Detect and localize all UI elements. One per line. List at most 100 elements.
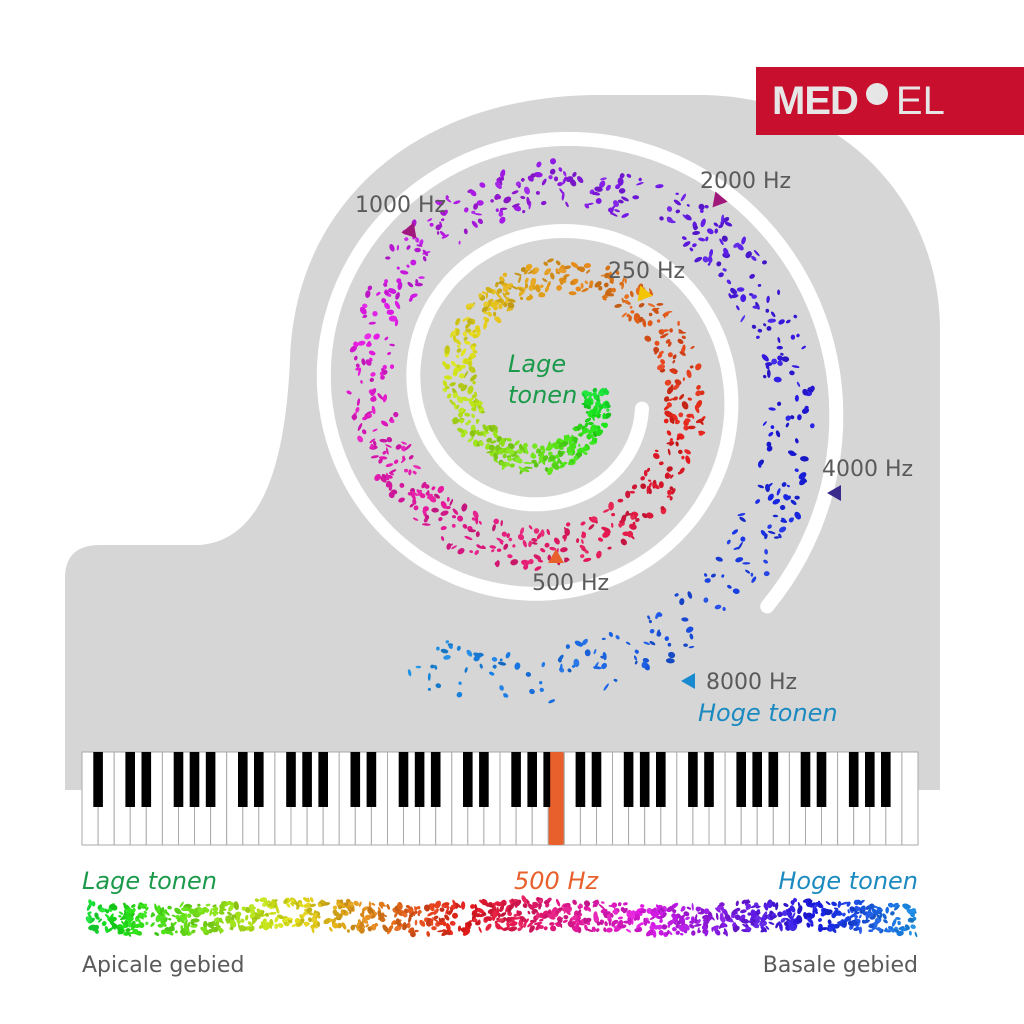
black-key[interactable] [286, 752, 296, 807]
strip-dot [667, 924, 671, 928]
black-key[interactable] [591, 752, 602, 807]
spiral-dot [430, 664, 435, 669]
strip-dot [507, 905, 513, 913]
spiral-dot [495, 194, 502, 200]
black-key[interactable] [800, 752, 811, 807]
spiral-dot [589, 280, 594, 287]
spiral-dot [751, 255, 757, 261]
strip-dot [498, 900, 504, 906]
strip-dot [290, 902, 294, 907]
spiral-dot [605, 265, 611, 271]
black-key[interactable] [254, 752, 264, 807]
black-key[interactable] [543, 752, 553, 807]
spiral-dot [736, 305, 740, 311]
black-key[interactable] [302, 752, 312, 807]
black-key[interactable] [881, 752, 891, 807]
spiral-dot [567, 668, 572, 673]
black-key[interactable] [125, 752, 135, 807]
strip-dot [470, 904, 475, 909]
spiral-dot [730, 287, 737, 295]
black-key[interactable] [527, 752, 537, 807]
spiral-dot [368, 350, 376, 356]
black-key[interactable] [736, 752, 746, 807]
black-key[interactable] [173, 752, 184, 807]
spiral-dot [576, 447, 585, 454]
spiral-dot [564, 557, 569, 563]
black-key[interactable] [639, 752, 650, 807]
strip-dot [414, 919, 418, 926]
spiral-dot [357, 367, 362, 377]
black-key[interactable] [350, 752, 361, 807]
spiral-dot [703, 597, 709, 603]
black-key[interactable] [752, 752, 762, 807]
black-key[interactable] [511, 752, 521, 807]
spiral-dot [386, 309, 394, 315]
spiral-dot [524, 466, 533, 469]
black-key[interactable] [479, 752, 489, 807]
spiral-dot [357, 422, 363, 431]
black-key[interactable] [414, 752, 425, 807]
strip-dot [608, 920, 612, 926]
spiral-dot [565, 201, 569, 208]
spiral-dot [602, 422, 608, 429]
spiral-dot [478, 293, 483, 298]
spiral-dot [700, 218, 706, 228]
spiral-dot [463, 228, 468, 235]
spiral-dot [385, 447, 389, 455]
strip-dot [723, 928, 728, 937]
spiral-dot [359, 306, 367, 315]
black-key[interactable] [318, 752, 328, 807]
spiral-dot [360, 380, 363, 384]
spiral-dot [382, 364, 387, 370]
spiral-dot [479, 182, 486, 188]
strip-dot [309, 903, 317, 908]
spiral-dot [667, 386, 673, 395]
spiral-dot [685, 214, 692, 221]
spiral-dot [671, 417, 675, 425]
black-key[interactable] [575, 752, 586, 807]
black-key[interactable] [656, 752, 666, 807]
black-key[interactable] [205, 752, 216, 807]
spiral-dot [453, 367, 460, 374]
strip-dot [596, 921, 604, 925]
black-key[interactable] [816, 752, 827, 807]
black-key[interactable] [623, 752, 634, 807]
spiral-dot [603, 683, 609, 691]
spiral-dot [751, 576, 757, 583]
black-key[interactable] [93, 752, 103, 807]
strip-dot [402, 924, 408, 930]
white-key[interactable] [901, 751, 919, 846]
spiral-dot [507, 302, 515, 309]
spiral-dot [577, 423, 583, 429]
black-key[interactable] [688, 752, 698, 807]
spiral-dot [656, 612, 663, 617]
strip-dot [868, 929, 874, 933]
spiral-dot [524, 277, 529, 284]
spiral-dot [642, 513, 648, 519]
black-key[interactable] [141, 752, 152, 807]
spiral-dot [592, 405, 598, 414]
spiral-dot [505, 291, 510, 296]
black-key[interactable] [848, 752, 859, 807]
black-key[interactable] [189, 752, 200, 807]
black-key[interactable] [398, 752, 409, 807]
black-key[interactable] [865, 752, 875, 807]
black-key[interactable] [430, 752, 441, 807]
spiral-dot [633, 655, 638, 661]
black-key[interactable] [704, 752, 714, 807]
spiral-dot [689, 247, 694, 252]
strip-dot [667, 920, 673, 926]
spiral-dot [776, 401, 782, 406]
strip-dot [760, 916, 767, 921]
black-key[interactable] [366, 752, 377, 807]
black-key[interactable] [768, 752, 779, 807]
spiral-dot [470, 374, 477, 382]
black-key[interactable] [463, 752, 473, 807]
black-key[interactable] [238, 752, 248, 807]
spiral-dot [512, 457, 516, 461]
strip-dot [303, 902, 312, 908]
strip-dot [910, 924, 916, 929]
spiral-dot [445, 197, 452, 203]
spiral-dot [608, 501, 614, 511]
strip-dot [818, 902, 823, 909]
